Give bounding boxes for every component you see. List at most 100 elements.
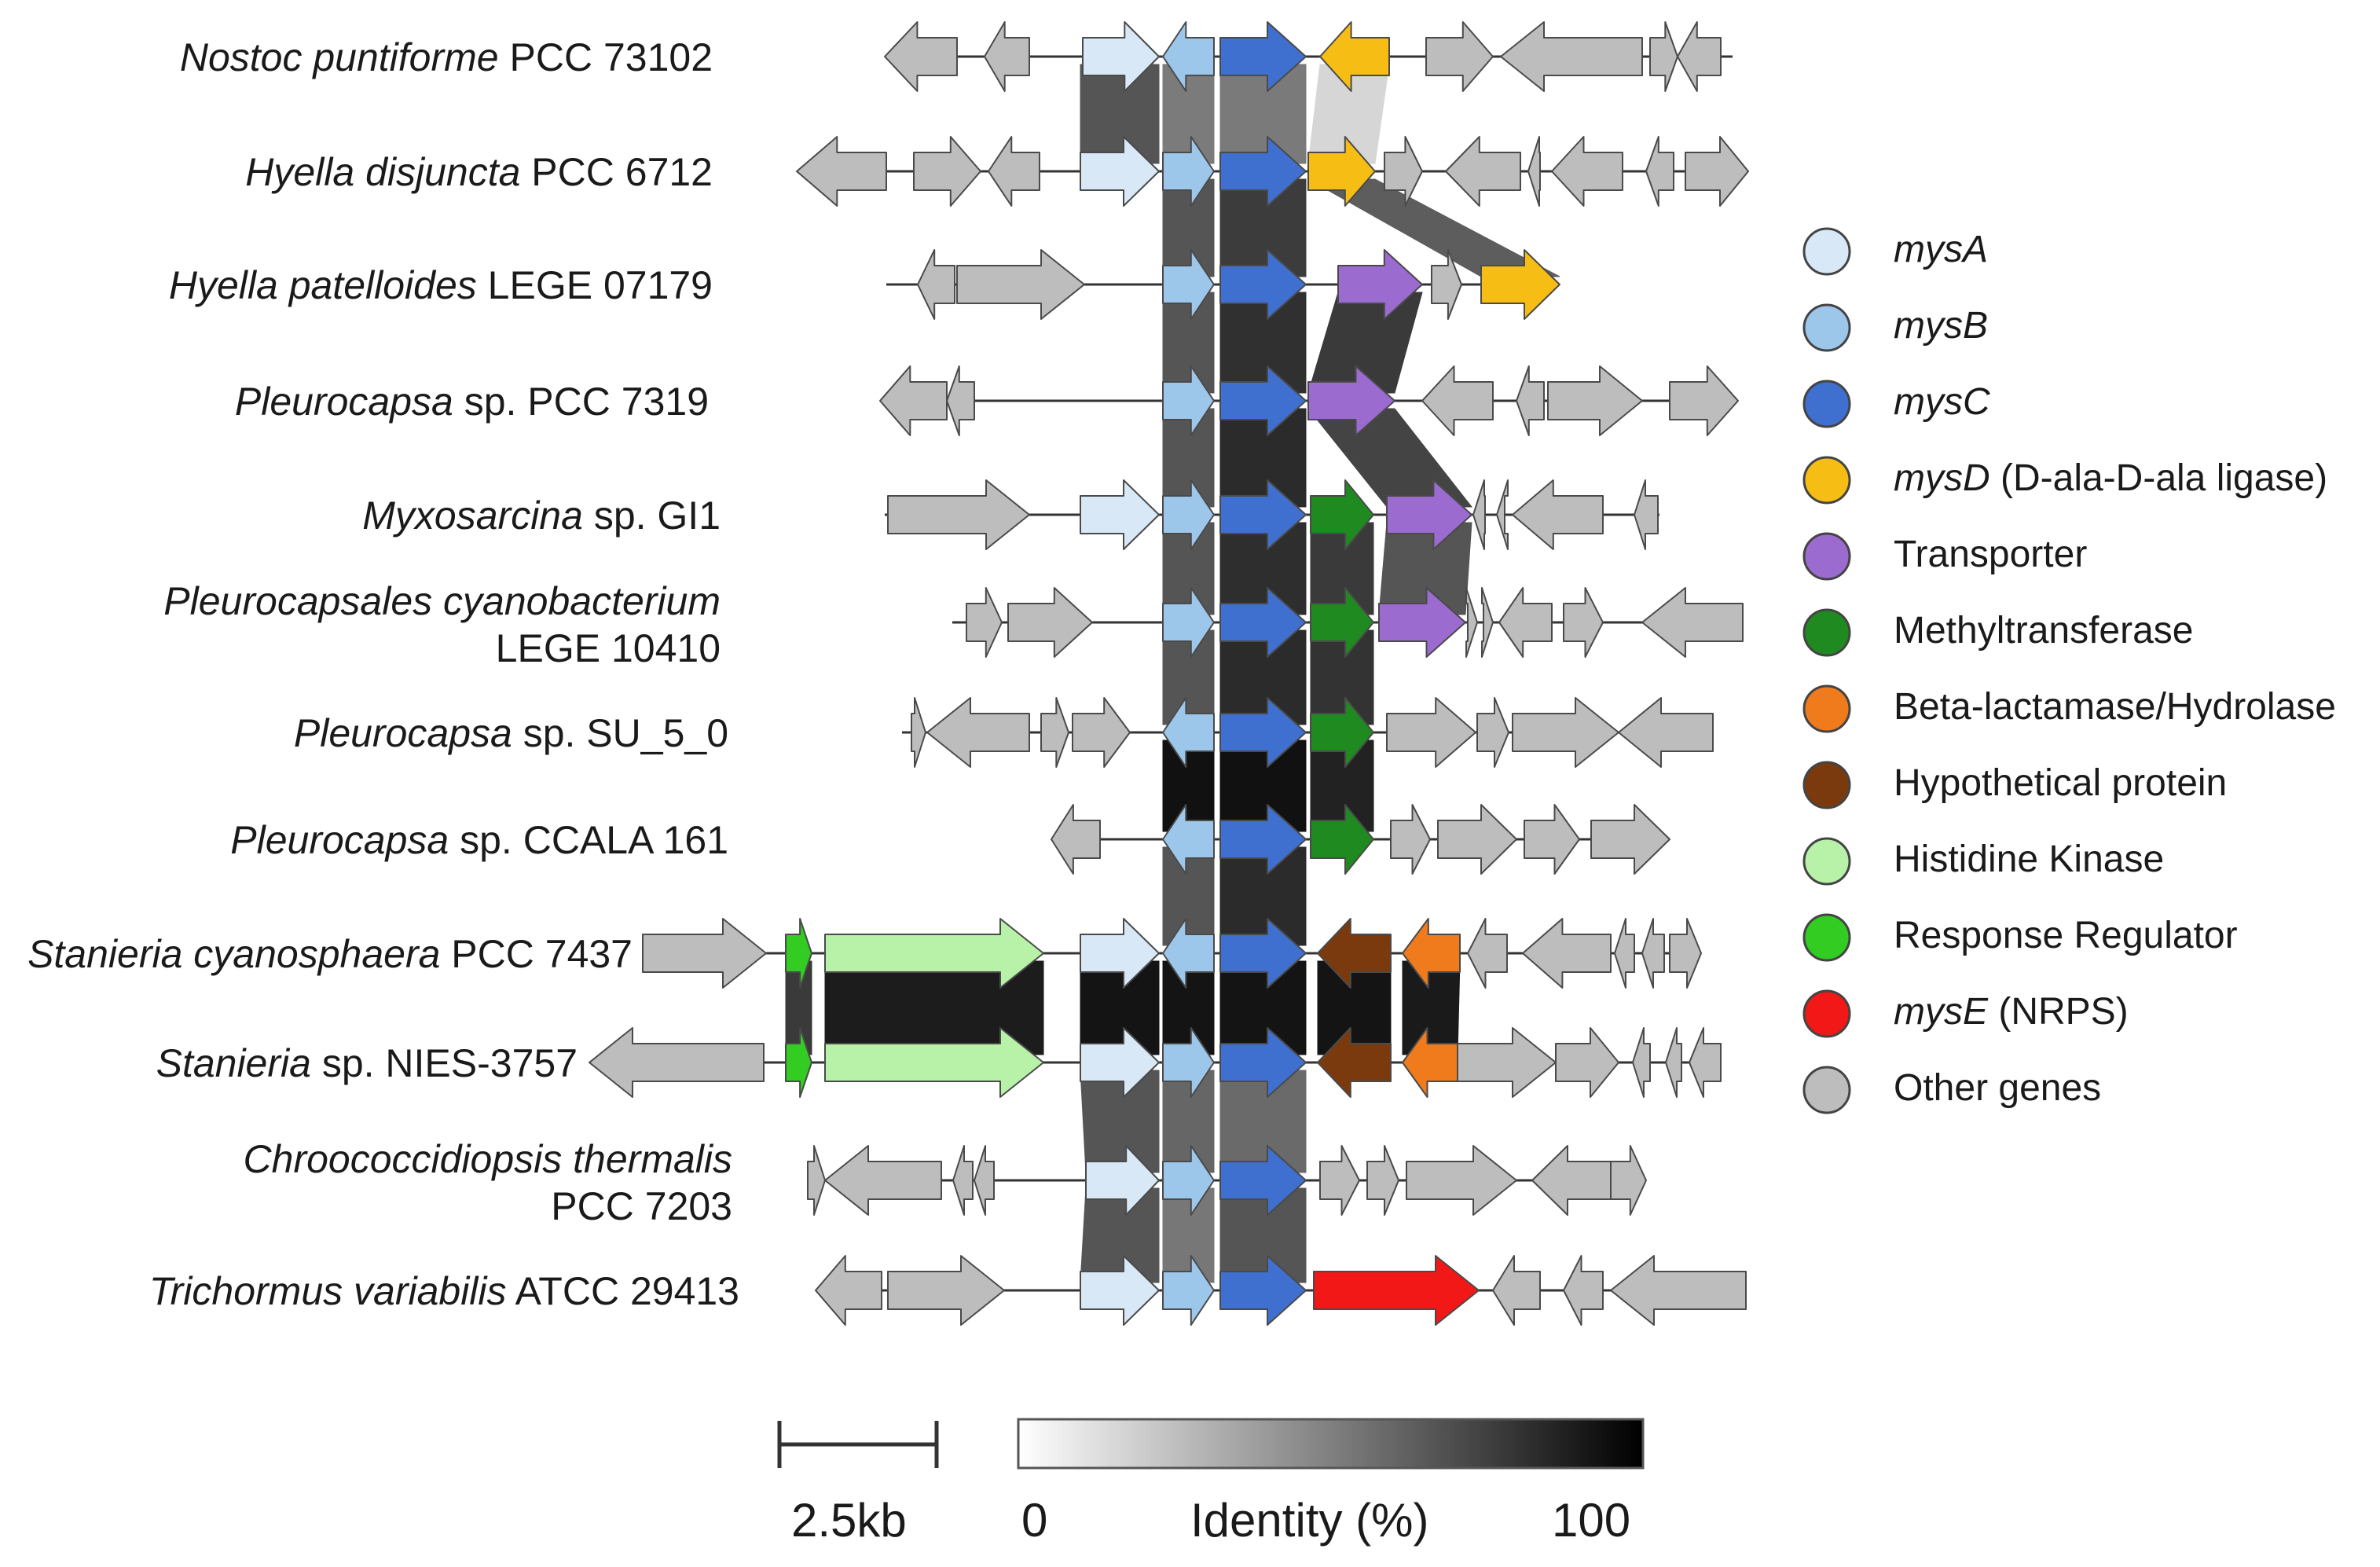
organism-label: Stanieria sp. NIES-3757 bbox=[156, 1040, 578, 1086]
gene-arrow-row6-10 bbox=[1618, 697, 1714, 768]
organism-genus-species: Myxosarcina bbox=[362, 494, 583, 538]
gene-arrow-row3-8 bbox=[1669, 365, 1739, 436]
identity-link-row4-16 bbox=[1378, 522, 1472, 615]
gene-arrow-row7-2 bbox=[1219, 804, 1307, 875]
legend-swatch bbox=[1802, 303, 1851, 352]
gene-arrow-row8-11 bbox=[1641, 918, 1665, 989]
organism-genus-species: Stanieria bbox=[156, 1041, 311, 1085]
identity-link-row8-28 bbox=[1162, 960, 1215, 1055]
gene-arrow-row3-0 bbox=[879, 365, 948, 436]
gene-arrow-row1-7 bbox=[1384, 136, 1423, 207]
gene-arrow-row7-4 bbox=[1390, 804, 1431, 875]
gene-arrow-row10-6 bbox=[1219, 1145, 1307, 1216]
gene-arrow-row8-0 bbox=[642, 918, 767, 989]
organism-label: Pleurocapsa sp. SU_5_0 bbox=[294, 710, 728, 756]
identity-link-row8-30 bbox=[1317, 960, 1392, 1055]
legend-entry-label: mysC bbox=[1894, 380, 1990, 424]
gene-arrow-row10-3 bbox=[974, 1145, 995, 1216]
gene-arrow-row0-7 bbox=[1500, 21, 1643, 92]
identity-title: Identity (%) bbox=[1190, 1494, 1429, 1547]
legend-entry-label: mysA bbox=[1894, 228, 1988, 272]
organism-label: Pleurocapsa sp. CCALA 161 bbox=[230, 817, 728, 863]
identity-link-row0-0 bbox=[1080, 64, 1160, 164]
organism-strain: sp. NIES-3757 bbox=[310, 1041, 578, 1085]
legend-gene-name: mysB bbox=[1894, 305, 1988, 347]
legend-entry-label: Hypothetical protein bbox=[1894, 761, 2227, 806]
organism-genus-species: Hyella patelloides bbox=[168, 263, 477, 307]
gene-arrow-row10-10 bbox=[1531, 1145, 1612, 1216]
identity-link-row8-31 bbox=[1402, 960, 1461, 1055]
gene-arrow-row5-3 bbox=[1219, 587, 1307, 658]
gene-arrow-row7-3 bbox=[1310, 804, 1374, 875]
gene-arrow-row7-1 bbox=[1162, 804, 1215, 875]
gene-arrow-row8-4 bbox=[1162, 918, 1215, 989]
gene-arrow-row6-6 bbox=[1310, 697, 1374, 768]
gene-arrow-row0-8 bbox=[1649, 21, 1678, 92]
gene-arrow-row3-7 bbox=[1547, 365, 1643, 436]
organism-label: Trichormus variabilis ATCC 29413 bbox=[149, 1268, 739, 1314]
identity-link-row10-36 bbox=[1162, 1187, 1215, 1283]
gene-arrow-row3-2 bbox=[1162, 365, 1215, 436]
gene-arrow-row2-0 bbox=[917, 249, 955, 320]
gene-arrow-row9-8 bbox=[1457, 1027, 1557, 1098]
legend-entry-label: Beta-lactamase/Hydrolase bbox=[1894, 685, 2336, 729]
gene-arrow-row9-3 bbox=[1080, 1027, 1160, 1098]
identity-link-row8-27 bbox=[1080, 960, 1160, 1055]
legend-description: Other genes bbox=[1894, 1067, 2102, 1109]
gene-arrow-row10-9 bbox=[1406, 1145, 1517, 1216]
organism-strain-line2: LEGE 10410 bbox=[495, 626, 721, 670]
organism-strain: sp. GI1 bbox=[582, 494, 721, 538]
identity-link-row9-34 bbox=[1219, 1070, 1307, 1173]
organism-label: Hyella patelloides LEGE 07179 bbox=[169, 262, 713, 308]
legend-gene-name: mysE bbox=[1894, 991, 1988, 1033]
legend-entry-label: mysE (NRPS) bbox=[1894, 990, 2129, 1034]
gene-arrow-row7-5 bbox=[1437, 804, 1517, 875]
gene-arrow-row11-2 bbox=[1080, 1255, 1160, 1326]
gene-arrow-row1-1 bbox=[913, 136, 981, 207]
gene-arrow-row6-7 bbox=[1386, 697, 1476, 768]
gene-arrow-row11-5 bbox=[1313, 1255, 1480, 1326]
identity-link-row4-13 bbox=[1162, 522, 1215, 615]
organism-label: Nostoc puntiforme PCC 73102 bbox=[180, 35, 713, 80]
gene-arrow-row5-6 bbox=[1465, 587, 1478, 658]
identity-link-row7-23 bbox=[1162, 846, 1215, 946]
identity-link-row1-5 bbox=[1219, 178, 1307, 277]
gene-arrow-row1-12 bbox=[1685, 136, 1749, 207]
legend-description: Histidine Kinase bbox=[1894, 839, 2165, 880]
identity-link-row4-15 bbox=[1310, 522, 1374, 615]
gene-arrow-row9-5 bbox=[1219, 1027, 1307, 1098]
gene-arrow-row1-2 bbox=[988, 136, 1040, 207]
legend-entry-label: Transporter bbox=[1894, 533, 2087, 577]
identity-link-row10-35 bbox=[1080, 1187, 1160, 1283]
legend-swatch bbox=[1802, 608, 1851, 657]
gene-arrow-row1-0 bbox=[796, 136, 887, 207]
gene-arrow-row6-1 bbox=[926, 697, 1030, 768]
gene-arrow-row5-8 bbox=[1498, 587, 1553, 658]
gene-arrow-row7-7 bbox=[1590, 804, 1670, 875]
gene-arrow-row8-7 bbox=[1402, 918, 1461, 989]
gene-arrow-row1-8 bbox=[1445, 136, 1521, 207]
identity-link-row9-32 bbox=[1080, 1070, 1160, 1173]
legend-description: Transporter bbox=[1894, 534, 2088, 575]
gene-arrow-row8-10 bbox=[1614, 918, 1635, 989]
gene-arrow-row10-2 bbox=[952, 1145, 974, 1216]
gene-arrow-row0-6 bbox=[1425, 21, 1494, 92]
gene-arrow-row9-4 bbox=[1162, 1027, 1215, 1098]
gene-arrow-row8-12 bbox=[1669, 918, 1702, 989]
gene-arrow-row1-3 bbox=[1080, 136, 1160, 207]
gene-arrow-row10-5 bbox=[1162, 1145, 1215, 1216]
gene-arrow-row4-9 bbox=[1634, 479, 1659, 550]
legend-description: (NRPS) bbox=[1988, 991, 2129, 1033]
gene-arrow-row11-4 bbox=[1219, 1255, 1307, 1326]
organism-label: Myxosarcina sp. GI1 bbox=[362, 493, 721, 538]
identity-link-row9-33 bbox=[1162, 1070, 1215, 1173]
organism-label: Stanieria cyanosphaera PCC 7437 bbox=[28, 931, 633, 977]
gene-arrow-row4-5 bbox=[1386, 479, 1472, 550]
identity-link-row1-4 bbox=[1162, 178, 1215, 277]
legend-swatch bbox=[1802, 1066, 1851, 1114]
identity-max-label: 100 bbox=[1552, 1494, 1631, 1547]
legend-swatch bbox=[1802, 989, 1851, 1038]
gene-arrow-row10-7 bbox=[1319, 1145, 1360, 1216]
gene-arrow-row8-1 bbox=[785, 918, 812, 989]
legend-entry-label: Response Regulator bbox=[1894, 914, 2238, 958]
